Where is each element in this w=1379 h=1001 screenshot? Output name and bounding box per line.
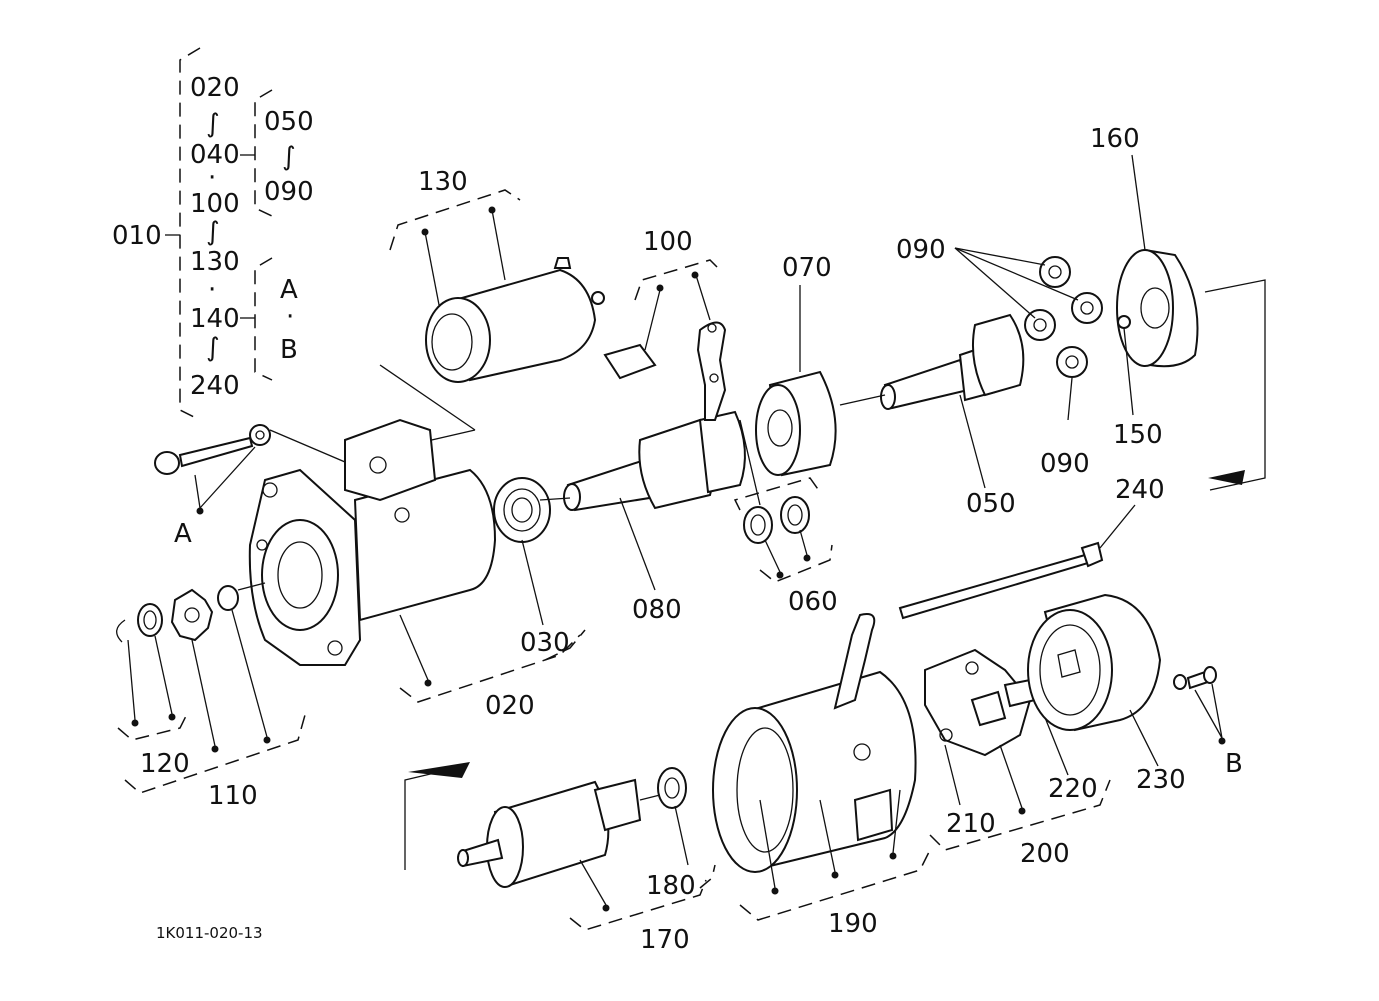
tree-a-5: ∫ xyxy=(206,217,220,247)
tree-a-1: ∫ xyxy=(206,109,220,139)
callout-230: 230 xyxy=(1136,765,1186,795)
bearing-030 xyxy=(493,477,586,661)
callout-100: 100 xyxy=(643,227,693,257)
tree-a-10: 240 xyxy=(190,371,240,401)
callout-050: 050 xyxy=(966,489,1016,519)
tree-a-3: · xyxy=(208,163,216,193)
cover-screw-b xyxy=(1173,666,1226,745)
callout-060: 060 xyxy=(788,587,838,617)
tree-c-1: · xyxy=(286,302,294,332)
tree-b-2: 090 xyxy=(264,177,314,207)
tree-b-0: 050 xyxy=(264,107,314,137)
bearing-180 xyxy=(657,767,716,889)
mounting-bolt-a xyxy=(154,424,346,515)
callout-b: B xyxy=(1225,749,1243,779)
callout-170: 170 xyxy=(640,925,690,955)
callout-130: 130 xyxy=(418,167,468,197)
callout-200: 200 xyxy=(1020,839,1070,869)
callout-110: 110 xyxy=(208,781,258,811)
callout-120: 120 xyxy=(140,749,190,779)
rear-cover-230 xyxy=(1027,593,1162,767)
callout-220: 220 xyxy=(1048,774,1098,804)
callout-150: 150 xyxy=(1113,420,1163,450)
callout-070: 070 xyxy=(782,253,832,283)
brush-holder-200 xyxy=(924,648,1111,851)
solenoid-switch xyxy=(344,189,605,461)
callout-080: 080 xyxy=(632,595,682,625)
parts-tree: 010 020 ∫ 040 · 100 ∫ 130 · 140 ∫ 240 05… xyxy=(112,47,314,421)
callout-210: 210 xyxy=(946,809,996,839)
planetary-shaft xyxy=(839,313,1025,489)
tree-a-8: 140 xyxy=(190,304,240,334)
figure-id: 1K011-020-13 xyxy=(156,924,263,942)
washers-060 xyxy=(733,419,833,583)
tree-a-9: ∫ xyxy=(206,333,220,363)
callout-090-top: 090 xyxy=(896,235,946,265)
armature-170 xyxy=(457,778,707,931)
tree-c-0: A xyxy=(280,275,298,305)
front-housing xyxy=(248,418,581,703)
tree-c-2: B xyxy=(280,335,298,365)
shift-lever xyxy=(603,259,727,421)
planet-gears xyxy=(954,247,1103,421)
tree-root-label: 010 xyxy=(112,221,162,251)
tree-b-1: ∫ xyxy=(282,142,296,172)
callout-190: 190 xyxy=(828,909,878,939)
bracket-right xyxy=(1204,279,1266,491)
callout-240: 240 xyxy=(1115,475,1165,505)
yoke-assembly-190 xyxy=(712,613,931,921)
tree-a-2: 040 xyxy=(190,140,240,170)
clutch-shaft xyxy=(539,410,746,591)
callout-020: 020 xyxy=(485,691,535,721)
callout-160: 160 xyxy=(1090,124,1140,154)
callout-030: 030 xyxy=(520,628,570,658)
callout-180: 180 xyxy=(646,871,696,901)
bracket-left xyxy=(404,762,470,870)
callout-090-bottom: 090 xyxy=(1040,449,1090,479)
callout-a: A xyxy=(174,519,192,549)
end-cover-160 xyxy=(1116,154,1199,416)
through-bolt-240 xyxy=(898,504,1136,620)
tree-a-4: 100 xyxy=(190,189,240,219)
gear-case-070 xyxy=(755,285,837,477)
tree-a-7: · xyxy=(208,275,216,305)
pinion-group xyxy=(116,582,306,794)
tree-a-0: 020 xyxy=(190,73,240,103)
tree-a-6: 130 xyxy=(190,247,240,277)
